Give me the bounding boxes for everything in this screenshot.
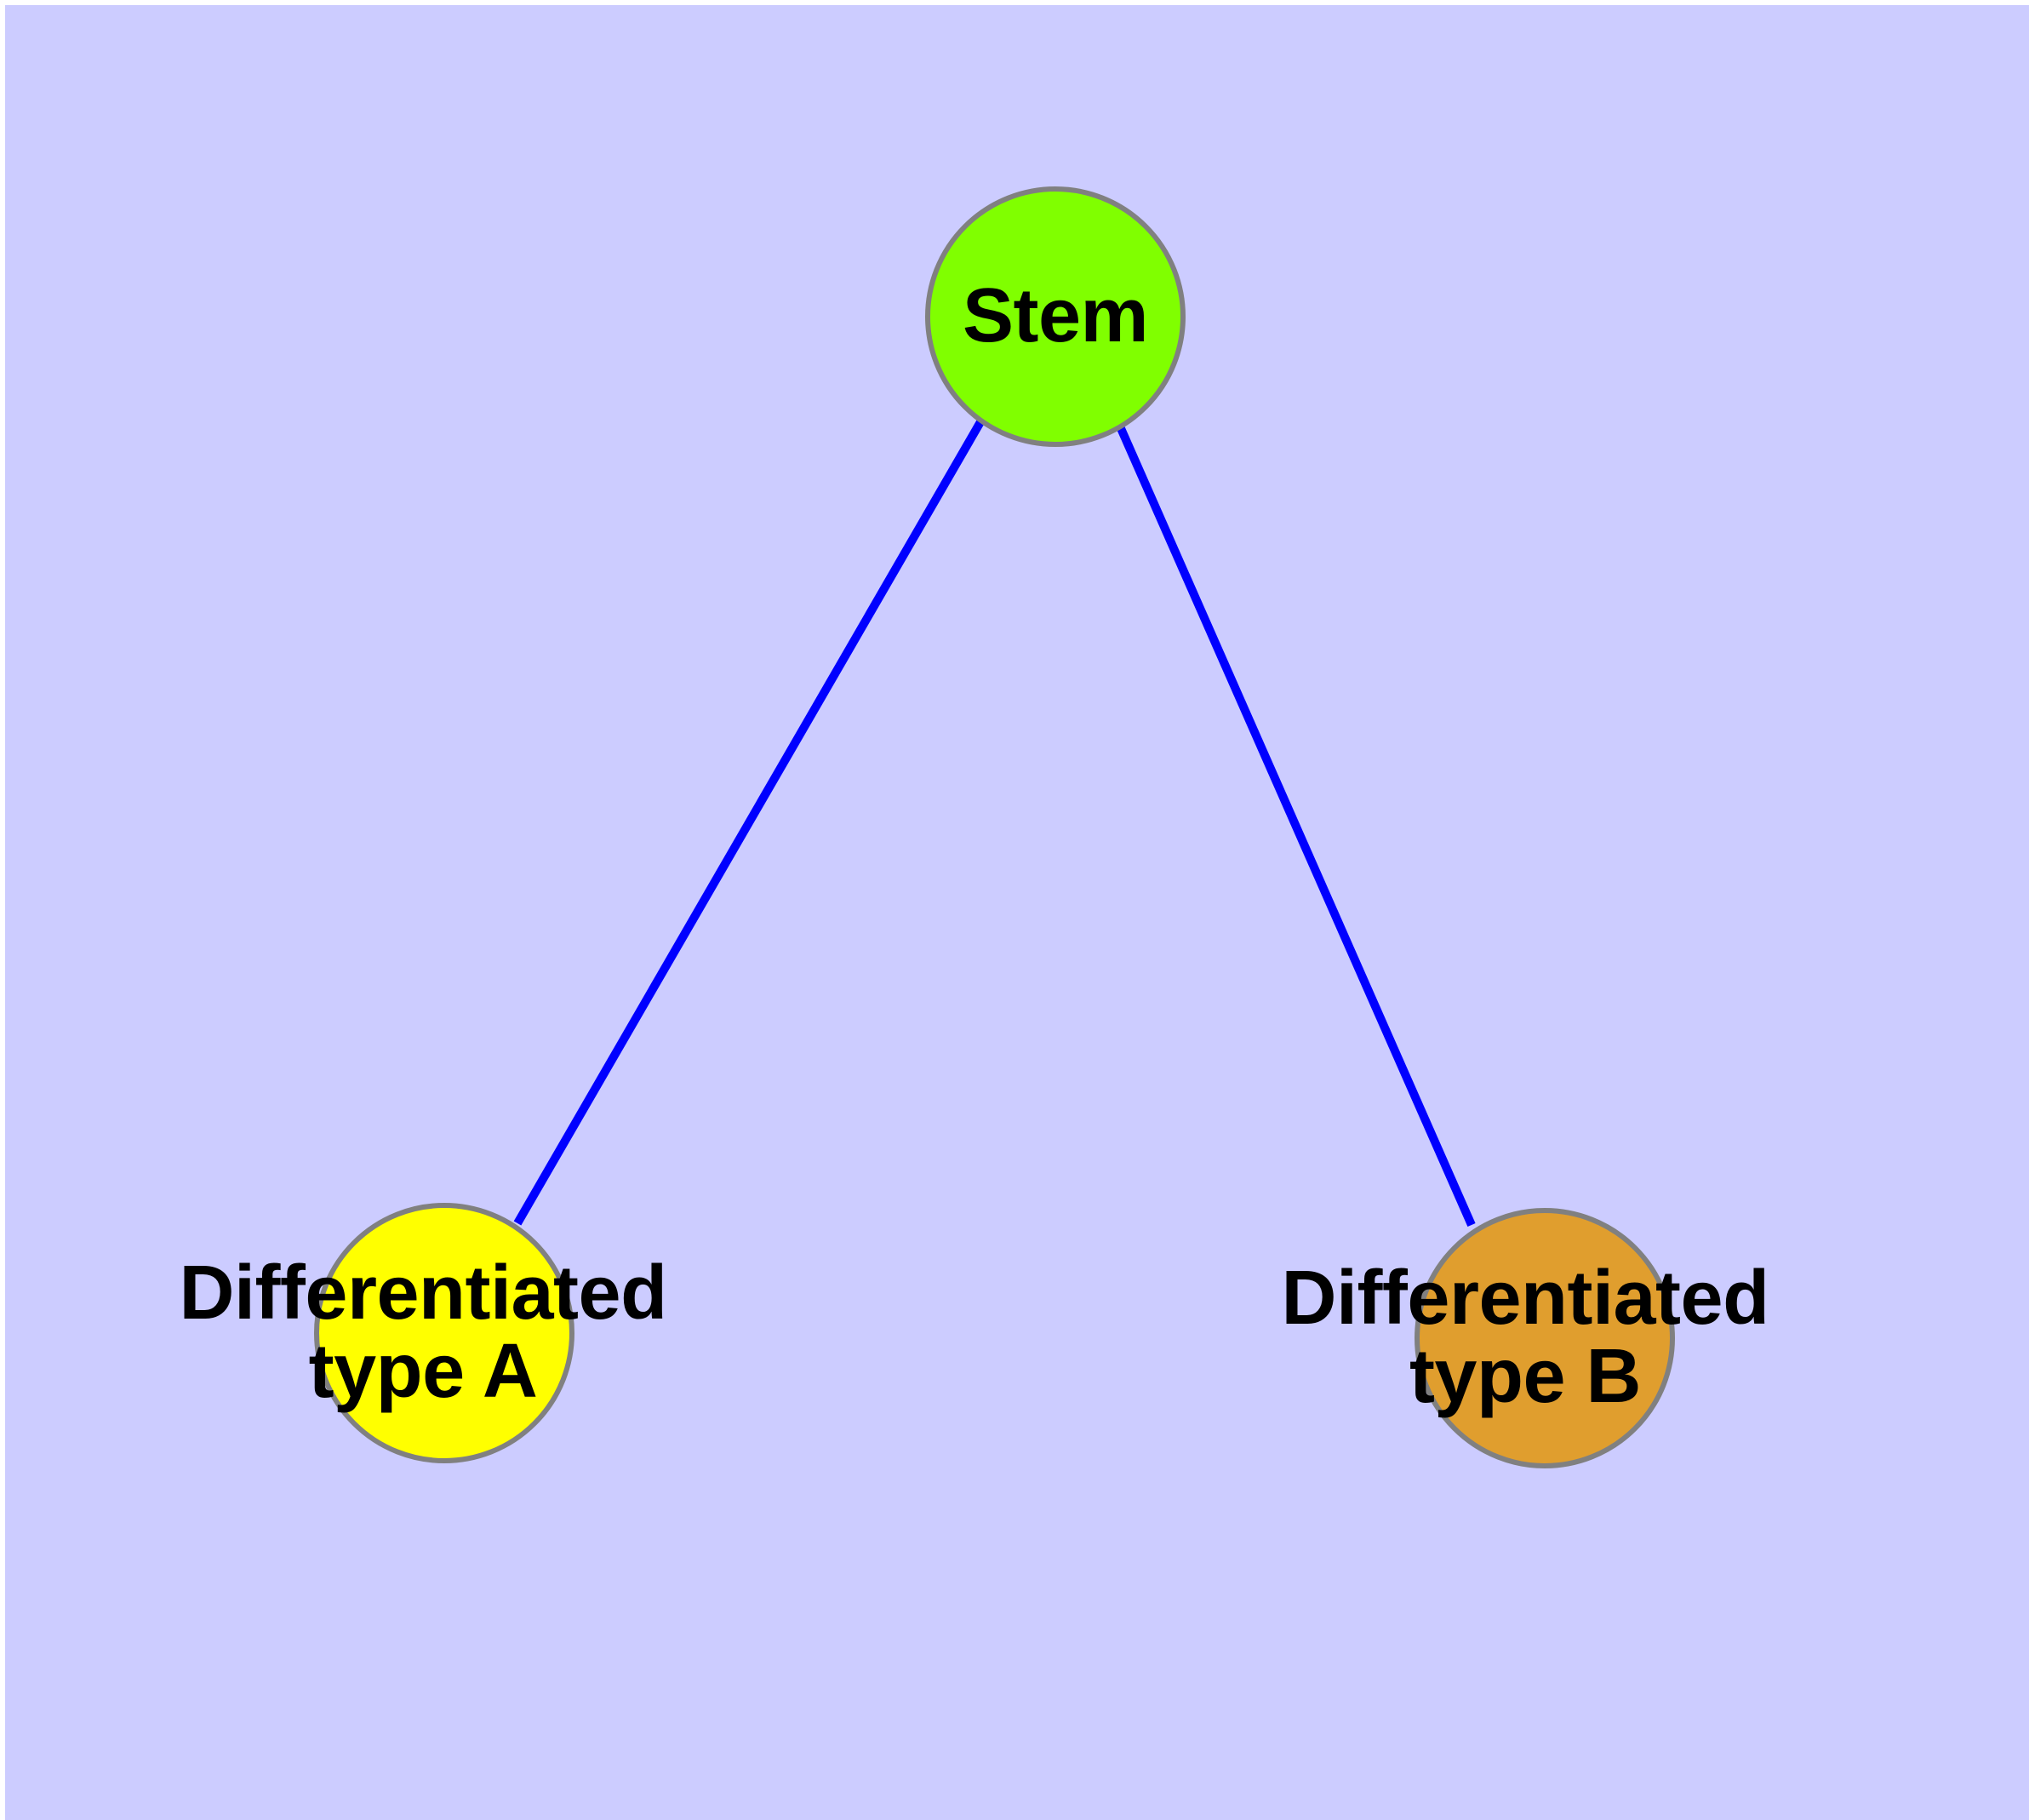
node-differentiated-type-b-circle[interactable]: [1415, 1208, 1675, 1468]
edge-layer: [513, 418, 1476, 1228]
node-layer: [314, 186, 1675, 1468]
edge-stem-to-differentiated-type-b: [1116, 424, 1476, 1228]
edge-stem-to-differentiated-type-a: [513, 418, 986, 1226]
node-stem-circle[interactable]: [925, 186, 1186, 447]
node-differentiated-type-a-circle[interactable]: [314, 1203, 574, 1463]
